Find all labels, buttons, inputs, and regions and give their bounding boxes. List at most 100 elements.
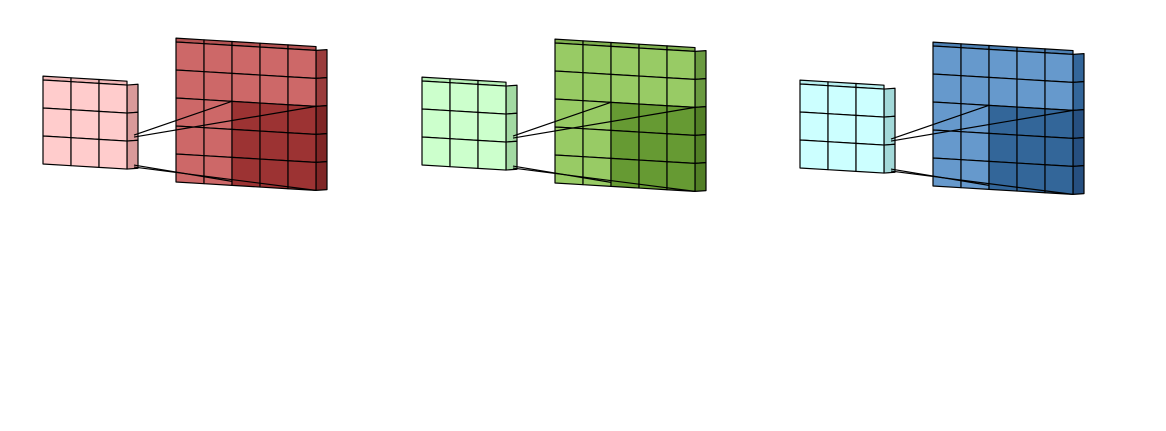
map-cell — [932, 157, 962, 189]
map-cell — [666, 161, 696, 192]
map-cell — [582, 72, 612, 103]
kernel-side-face — [126, 83, 139, 114]
map-cell — [666, 49, 696, 81]
map-cell — [231, 72, 261, 104]
connector-line — [512, 106, 696, 139]
kernel-side-face — [126, 139, 139, 170]
map-side-face — [315, 77, 328, 108]
kernel-cell — [827, 85, 857, 116]
map-cell — [231, 128, 261, 160]
map-side-face — [315, 161, 328, 191]
kernel-cell — [477, 83, 507, 115]
kernel-cell — [799, 111, 829, 143]
kernel-cell — [421, 80, 451, 112]
connector-line — [890, 170, 1074, 195]
map-side-face — [315, 133, 328, 163]
map-cell — [554, 70, 584, 102]
feature-map-blue — [932, 41, 1085, 195]
feature-map-green — [554, 38, 707, 192]
kernel-cell — [42, 79, 72, 111]
map-cell — [960, 47, 990, 78]
panels-group — [42, 37, 1085, 195]
kernel-cell — [70, 137, 100, 168]
map-cell — [638, 75, 668, 107]
map-side-face — [694, 106, 707, 136]
map-cell — [610, 129, 640, 161]
map-side-face — [1072, 165, 1085, 195]
map-cell — [259, 102, 289, 134]
kernel-blue — [799, 79, 896, 174]
panel-blue — [799, 41, 1085, 195]
map-cell — [175, 69, 205, 101]
map-cell — [988, 132, 1018, 164]
kernel-cell — [855, 114, 885, 146]
kernel-cell — [827, 141, 857, 172]
kernel-side-face — [505, 140, 518, 171]
kernel-cell — [449, 138, 479, 169]
kernel-side-face — [505, 84, 518, 115]
kernel-cell — [98, 110, 128, 142]
kernel-cell — [421, 108, 451, 140]
map-cell — [988, 48, 1018, 80]
map-side-face — [694, 50, 707, 81]
kernel-red — [42, 75, 139, 170]
map-cell — [1044, 52, 1074, 84]
kernel-cell — [477, 139, 507, 171]
map-cell — [666, 77, 696, 109]
map-cell — [988, 76, 1018, 108]
connector-line — [512, 101, 612, 137]
kernel-cell — [98, 138, 128, 170]
map-cell — [259, 46, 289, 78]
feature-map-red — [175, 37, 328, 191]
connector-line — [133, 105, 317, 138]
kernel-cell — [42, 107, 72, 139]
connector-line — [890, 104, 990, 140]
kernel-cell — [98, 82, 128, 114]
map-cell — [287, 76, 317, 108]
map-side-face — [1072, 109, 1085, 139]
connector-lines-blue — [890, 104, 1074, 195]
map-cell — [666, 133, 696, 164]
map-cell — [932, 129, 962, 161]
map-cell — [287, 132, 317, 163]
kernel-cell — [827, 113, 857, 144]
map-cell — [259, 130, 289, 162]
panel-green — [421, 38, 707, 192]
map-side-face — [1072, 53, 1085, 84]
kernel-cell — [421, 136, 451, 168]
connector-lines-green — [512, 101, 696, 192]
map-side-face — [315, 105, 328, 135]
map-cell — [1016, 106, 1046, 138]
map-cell — [203, 43, 233, 74]
kernel-side-face — [883, 143, 896, 174]
map-cell — [932, 45, 962, 77]
map-cell — [554, 126, 584, 158]
map-cell — [203, 127, 233, 158]
map-cell — [638, 47, 668, 79]
map-cell — [1016, 78, 1046, 110]
kernel-side-face — [883, 87, 896, 118]
kernel-cell — [70, 109, 100, 140]
map-cell — [960, 131, 990, 162]
map-cell — [1016, 50, 1046, 82]
map-cell — [554, 42, 584, 74]
kernel-cell — [477, 111, 507, 143]
map-cell — [932, 73, 962, 105]
kernel-cell — [799, 139, 829, 171]
map-cell — [259, 74, 289, 106]
map-cell — [610, 45, 640, 77]
connector-line — [890, 109, 1074, 142]
map-side-face — [1072, 137, 1085, 167]
kernel-cell — [855, 142, 885, 174]
map-cell — [960, 75, 990, 106]
map-cell — [287, 48, 317, 80]
map-cell — [610, 73, 640, 105]
map-cell — [1044, 80, 1074, 112]
map-cell — [231, 44, 261, 76]
kernel-cell — [70, 81, 100, 112]
kernel-cell — [449, 110, 479, 141]
map-cell — [1044, 136, 1074, 167]
connector-lines-red — [133, 100, 317, 191]
map-cell — [1016, 134, 1046, 166]
